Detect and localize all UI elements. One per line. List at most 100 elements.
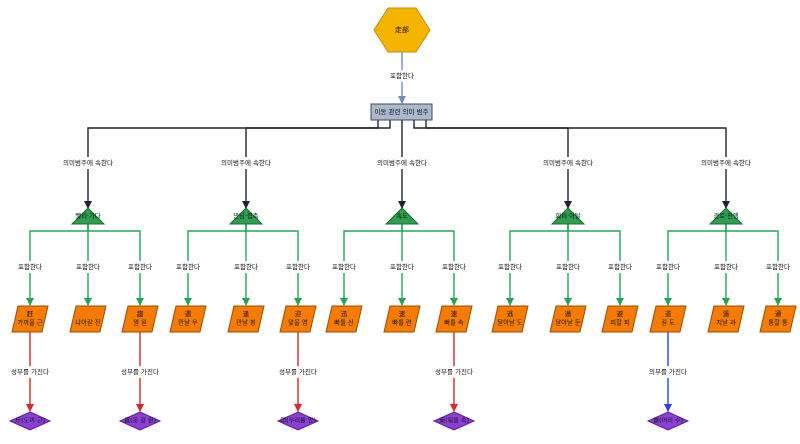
group-edge-label-0: 의미범주에 속한다	[63, 158, 113, 167]
comp-edge-label-4-0-bg	[646, 366, 690, 378]
group-node-4[interactable]	[708, 207, 744, 225]
char-label-3-2: 피할 피	[610, 318, 629, 327]
group-edge-label-4-bg	[698, 157, 754, 169]
char-label-0-0: 가까울 근	[17, 318, 42, 327]
group-label-4: 경로·진행	[713, 211, 738, 220]
component-node-2-2[interactable]	[432, 411, 476, 431]
char-glyph-2-0: 迅	[341, 310, 348, 318]
root-edge-label-bg	[389, 70, 415, 82]
char-node-1-2[interactable]	[279, 305, 317, 333]
component-label-0-0: 斤(도끼 근)	[15, 417, 45, 425]
group-edge-label-2-bg	[374, 157, 430, 169]
char-glyph-1-1: 逢	[243, 309, 250, 318]
component-node-0-0[interactable]	[8, 411, 52, 431]
char-node-0-0[interactable]	[11, 305, 49, 333]
char-edge-label-3-1: 포함한다	[556, 262, 580, 271]
char-edge-label-4-1-bg	[713, 261, 739, 273]
char-edge-label-1-2-bg	[285, 261, 311, 273]
category-label: 이동 관련 의미 범주	[374, 107, 428, 116]
char-node-3-1[interactable]	[549, 305, 587, 333]
char-glyph-4-0: 道	[665, 309, 672, 318]
char-node-2-2[interactable]	[435, 305, 473, 333]
char-edge-label-4-0-bg	[655, 261, 681, 273]
char-edge-label-3-0-bg	[497, 261, 523, 273]
char-glyph-2-2: 速	[451, 310, 458, 318]
char-edge-label-2-0: 포함한다	[332, 262, 356, 271]
char-node-4-0[interactable]	[649, 305, 687, 333]
char-node-0-2[interactable]	[121, 305, 159, 333]
group-edge-label-3-bg	[540, 157, 596, 169]
char-node-2-1[interactable]	[383, 305, 421, 333]
char-edge-label-3-2: 포함한다	[608, 262, 632, 271]
char-glyph-4-1: 過	[723, 309, 730, 318]
char-node-3-2[interactable]	[601, 305, 639, 333]
component-label-1-2: 卬(우러를 앙)	[280, 417, 316, 425]
comp-edge-label-0-0-bg	[8, 366, 52, 378]
char-node-1-0[interactable]	[169, 305, 207, 333]
char-edge-label-0-1-bg	[75, 261, 101, 273]
char-edge-label-0-2: 포함한다	[128, 262, 152, 271]
char-node-0-1[interactable]	[69, 305, 107, 333]
comp-edge-label-4-0: 의부를 가진다	[649, 367, 687, 376]
char-edge-label-4-1: 포함한다	[714, 262, 738, 271]
group-label-2: 속도	[396, 212, 408, 220]
char-label-1-2: 맞을 영	[288, 318, 308, 327]
char-edge-label-0-1: 포함한다	[76, 262, 100, 271]
char-edge-label-1-1-bg	[233, 261, 259, 273]
comp-edge-label-0-2: 성부를 가진다	[121, 367, 159, 376]
char-edge-label-0-0-bg	[17, 261, 43, 273]
char-glyph-3-0: 逃	[507, 309, 514, 318]
group-label-0: 빨리·가다	[75, 211, 100, 220]
char-glyph-1-2: 迎	[295, 309, 302, 318]
char-label-0-1: 나아갈 진	[75, 318, 100, 327]
char-edge-label-1-2: 포함한다	[286, 262, 310, 271]
comp-edge-label-2-2-bg	[432, 366, 476, 378]
component-node-4-0[interactable]	[646, 411, 690, 431]
root-node[interactable]	[373, 7, 431, 53]
char-edge-label-4-0: 포함한다	[656, 262, 680, 271]
char-label-3-1: 달아날 둔	[555, 318, 580, 327]
component-node-1-2[interactable]	[276, 411, 320, 431]
group-node-1[interactable]	[228, 207, 264, 225]
char-edge-label-4-2: 포함한다	[766, 262, 790, 271]
char-label-4-0: 길 도	[661, 319, 675, 327]
category-node[interactable]	[370, 103, 433, 121]
group-edge-label-2: 의미범주에 속한다	[377, 158, 427, 167]
group-edge-label-1: 의미범주에 속한다	[221, 158, 271, 167]
char-edge-label-1-0-bg	[175, 261, 201, 273]
char-edge-label-2-1-bg	[389, 261, 415, 273]
char-node-4-2[interactable]	[759, 305, 797, 333]
group-node-0[interactable]	[70, 207, 106, 225]
char-edge-label-0-2-bg	[127, 261, 153, 273]
group-edge-label-1-bg	[218, 157, 274, 169]
char-label-4-2: 통할 통	[768, 318, 788, 327]
char-node-2-0[interactable]	[325, 305, 363, 333]
char-edge-label-2-1: 포함한다	[390, 262, 414, 271]
char-glyph-3-2: 避	[617, 309, 624, 318]
comp-edge-label-0-2-bg	[118, 366, 162, 378]
root-label: 走部	[395, 25, 409, 34]
char-label-1-1: 만날 봉	[236, 318, 256, 327]
group-node-3[interactable]	[550, 207, 586, 225]
char-edge-label-3-2-bg	[607, 261, 633, 273]
char-glyph-3-1: 遁	[565, 309, 572, 318]
component-label-0-2: 袁(옷 길 원)	[124, 417, 156, 425]
char-label-2-1: 빠를 련	[392, 318, 412, 327]
comp-edge-label-1-2: 성부를 가진다	[279, 367, 317, 376]
component-node-0-2[interactable]	[118, 411, 162, 431]
char-node-1-1[interactable]	[227, 305, 265, 333]
char-edge-label-1-1: 포함한다	[234, 262, 258, 271]
group-label-3: 회피·이탈	[555, 211, 580, 220]
char-edge-label-2-0-bg	[331, 261, 357, 273]
group-edge-label-4: 의미범주에 속한다	[701, 158, 751, 167]
char-edge-label-2-2: 포함한다	[442, 262, 466, 271]
char-node-4-1[interactable]	[707, 305, 745, 333]
char-edge-label-0-0: 포함한다	[18, 262, 42, 271]
component-label-4-0: 首(머리 수)	[653, 417, 683, 425]
group-node-2[interactable]	[384, 207, 420, 225]
char-label-1-0: 만날 우	[178, 318, 198, 327]
char-node-3-0[interactable]	[491, 305, 529, 333]
group-label-1: 만남·접촉	[233, 211, 258, 220]
